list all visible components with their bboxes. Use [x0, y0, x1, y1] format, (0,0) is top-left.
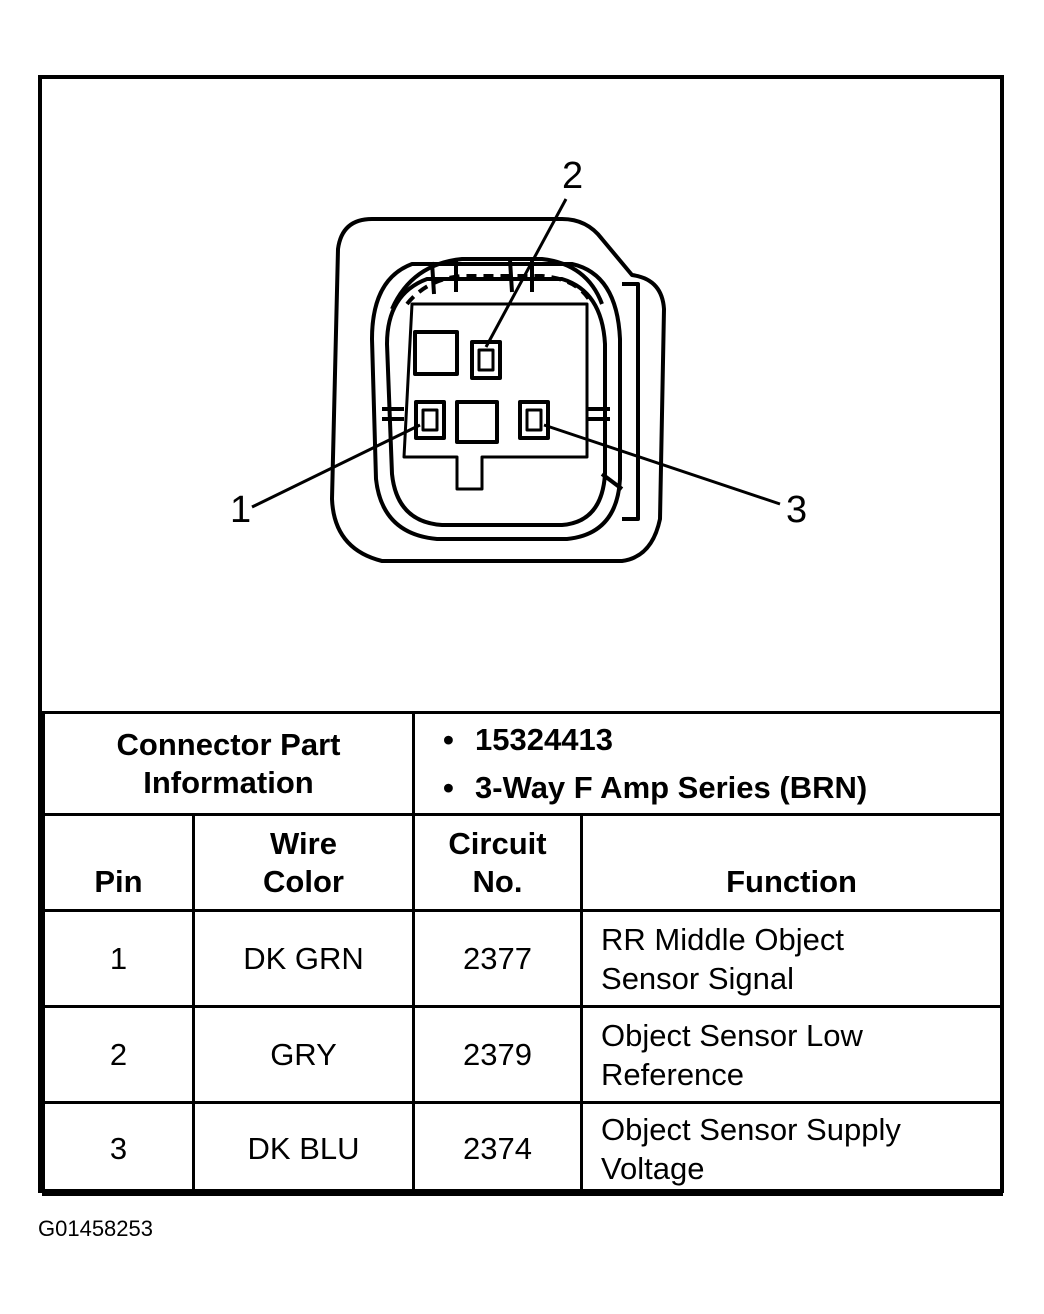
- connector-part-number: 15324413: [443, 716, 1000, 764]
- cell-circuit: 2379: [412, 1005, 584, 1104]
- header-circuit-line1: Circuit: [448, 826, 547, 861]
- connector-latch-dashed: [405, 274, 592, 306]
- figure-frame: 2 1 3 Connector Part Information 1532441…: [38, 75, 1004, 1196]
- header-function: Function: [580, 813, 1004, 912]
- table-row: 2 GRY 2379 Object Sensor Low Reference: [42, 1005, 1004, 1104]
- header-circuit-line2: No.: [472, 864, 523, 899]
- cell-circuit: 2374: [412, 1101, 584, 1196]
- pin-1-terminal: [414, 400, 446, 440]
- header-pin: Pin: [42, 813, 195, 912]
- empty-cavity: [413, 330, 459, 376]
- cell-wire-color: DK BLU: [191, 1101, 416, 1196]
- cell-function: RR Middle Object Sensor Signal: [580, 909, 1004, 1008]
- header-circuit: Circuit No.: [412, 813, 584, 912]
- pin-1-label: 1: [230, 489, 252, 531]
- table-row: 3 DK BLU 2374 Object Sensor Supply Volta…: [42, 1101, 1004, 1196]
- empty-cavity: [455, 400, 499, 444]
- cell-wire-color: DK GRN: [191, 909, 416, 1008]
- connector-latch-outer: [390, 257, 604, 310]
- connector-part-label: Connector Part: [116, 726, 341, 762]
- connector-part-row: Connector Part Information 15324413 3-Wa…: [41, 711, 1004, 816]
- function-line2: Reference: [601, 1056, 745, 1092]
- header-wire-color: Wire Color: [191, 813, 416, 912]
- connector-series: 3-Way F Amp Series (BRN): [443, 764, 1000, 812]
- table-row: 1 DK GRN 2377 RR Middle Object Sensor Si…: [42, 909, 1004, 1008]
- cavity-block: [402, 302, 589, 491]
- connector-part-label-cell: Connector Part Information: [41, 711, 416, 816]
- connector-side-rail: [622, 282, 640, 521]
- cell-pin: 3: [42, 1101, 195, 1196]
- side-rail-joint: [600, 472, 624, 491]
- cell-function: Object Sensor Supply Voltage: [580, 1101, 1004, 1196]
- connector-diagram: 2 1 3: [42, 79, 1000, 711]
- pin-3-terminal-inner: [525, 408, 543, 432]
- cell-pin: 1: [42, 909, 195, 1008]
- function-line1: RR Middle Object: [601, 921, 844, 957]
- header-wire-color-line1: Wire: [270, 826, 337, 861]
- connector-part-items-cell: 15324413 3-Way F Amp Series (BRN): [412, 711, 1004, 816]
- cell-wire-color: GRY: [191, 1005, 416, 1104]
- connector-inner-ring: [385, 277, 607, 527]
- pin-1-terminal-inner: [421, 408, 439, 432]
- pin-2-label: 2: [562, 155, 584, 197]
- latch-rib: [508, 259, 514, 293]
- cell-circuit: 2377: [412, 909, 584, 1008]
- connector-housing-outline: [330, 217, 666, 563]
- latch-rib: [430, 261, 436, 295]
- pin-2-terminal-inner: [477, 348, 495, 372]
- pin-2-leader-line: [484, 198, 568, 348]
- cell-pin: 2: [42, 1005, 195, 1104]
- function-line2: Sensor Signal: [601, 960, 795, 996]
- table-header-row: Pin Wire Color Circuit No. Function: [42, 813, 1004, 912]
- connector-table: Connector Part Information 15324413 3-Wa…: [41, 711, 1004, 1196]
- connector-part-list: 15324413 3-Way F Amp Series (BRN): [415, 716, 1000, 812]
- function-line1: Object Sensor Low: [601, 1017, 863, 1053]
- function-line1: Object Sensor Supply: [601, 1111, 901, 1147]
- cell-function: Object Sensor Low Reference: [580, 1005, 1004, 1104]
- header-wire-color-line2: Color: [263, 864, 344, 899]
- function-line2: Voltage: [601, 1150, 705, 1186]
- connector-part-label-line2: Information: [143, 764, 314, 800]
- pin-3-label: 3: [786, 489, 808, 531]
- connector-face-drawing: [251, 198, 781, 563]
- pin-3-terminal: [518, 400, 550, 440]
- figure-id: G01458253: [38, 1216, 153, 1241]
- pin-3-leader-line: [543, 423, 781, 506]
- pin-1-leader-line: [251, 423, 421, 509]
- pin-2-terminal: [470, 340, 502, 380]
- connector-inner-body: [370, 262, 622, 541]
